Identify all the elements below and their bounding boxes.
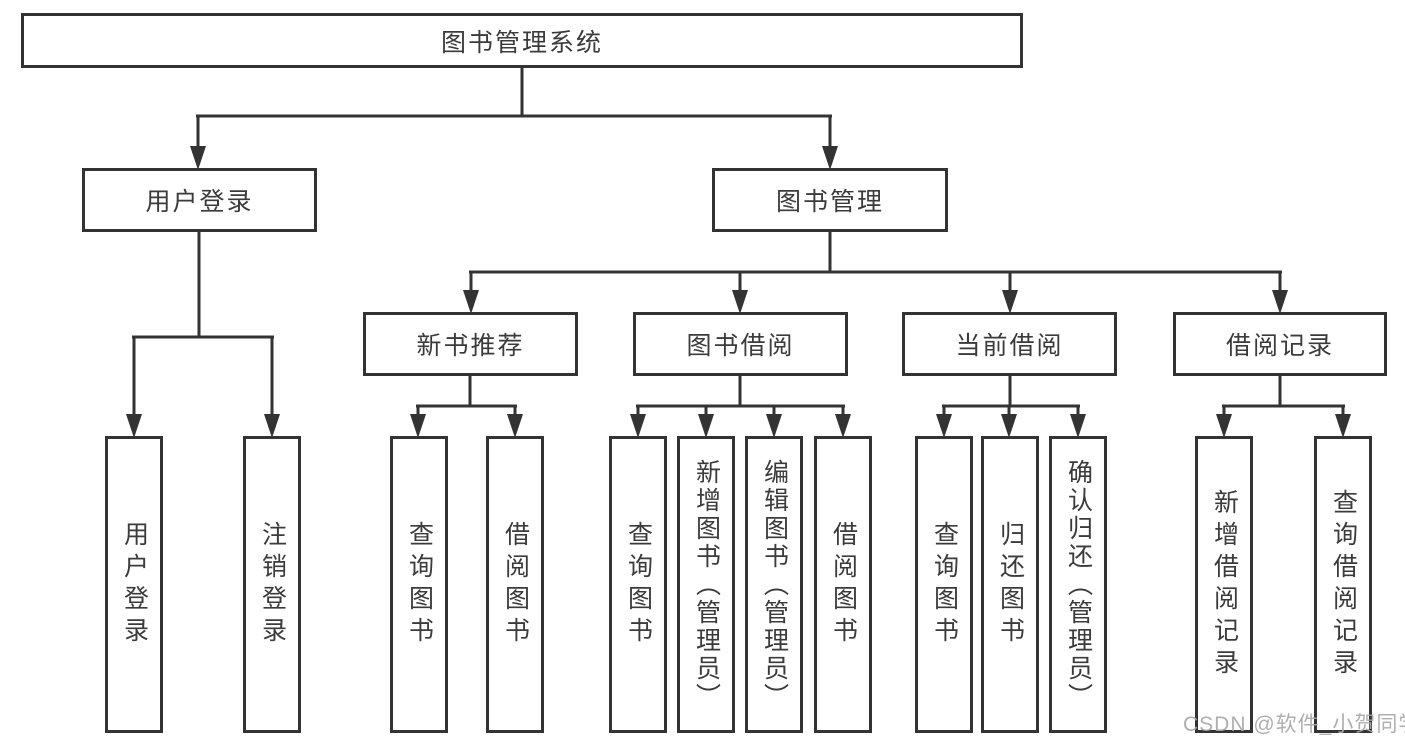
leaf-recommend-query-books: 查询图书 (390, 436, 448, 733)
node-book-borrowing: 图书借阅 (633, 312, 848, 376)
leaf-borrowing-borrow-books: 借阅图书 (814, 436, 872, 733)
leaf-label: 新增借阅记录 (1210, 488, 1239, 681)
leaf-label: 注销登录 (258, 520, 287, 649)
leaf-borrowing-query-books: 查询图书 (609, 436, 667, 733)
leaf-logout: 注销登录 (243, 436, 301, 733)
node-book-management: 图书管理 (712, 168, 948, 232)
node-library-management-system: 图书管理系统 (21, 13, 1023, 68)
leaf-label: 归还图书 (996, 520, 1025, 649)
leaf-label: 查询借阅记录 (1329, 488, 1358, 681)
leaf-label: 借阅图书 (829, 520, 858, 649)
leaf-label: 编辑图书（管理员） (760, 458, 789, 711)
leaf-label: 查询图书 (405, 520, 434, 649)
leaf-recommend-borrow-books: 借阅图书 (486, 436, 544, 733)
node-borrow-records: 借阅记录 (1173, 312, 1387, 376)
leaf-borrowing-add-books-admin: 新增图书（管理员） (677, 436, 735, 733)
leaf-records-query-borrow-record: 查询借阅记录 (1314, 436, 1372, 733)
leaf-borrowing-edit-books-admin: 编辑图书（管理员） (745, 436, 803, 733)
leaf-records-add-borrow-record: 新增借阅记录 (1195, 436, 1253, 733)
leaf-label: 借阅图书 (501, 520, 530, 649)
leaf-label: 新增图书（管理员） (692, 458, 721, 711)
leaf-current-confirm-return-admin: 确认归还（管理员） (1049, 436, 1107, 733)
leaf-label: 确认归还（管理员） (1064, 458, 1093, 711)
leaf-label: 查询图书 (624, 520, 653, 649)
leaf-current-return-books: 归还图书 (981, 436, 1039, 733)
leaf-user-login: 用户登录 (105, 436, 163, 733)
leaf-label: 查询图书 (930, 520, 959, 649)
leaf-current-query-books: 查询图书 (915, 436, 973, 733)
node-new-book-recommendation: 新书推荐 (363, 312, 578, 376)
node-current-borrowing: 当前借阅 (902, 312, 1117, 376)
leaf-label: 用户登录 (120, 520, 149, 649)
node-user-login: 用户登录 (82, 168, 317, 232)
